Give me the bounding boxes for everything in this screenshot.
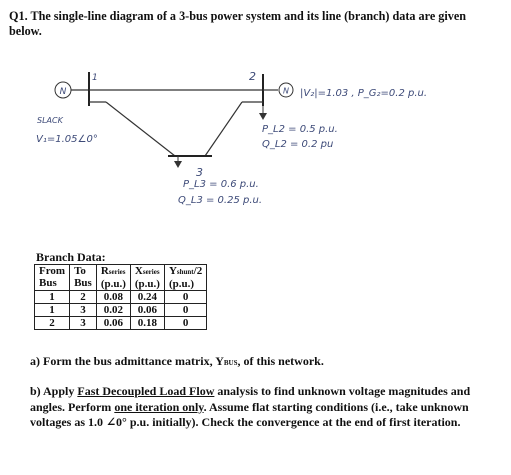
cell-to: 3 [69,316,97,330]
cell-y: 0 [163,316,208,330]
cell-to: 2 [69,290,97,304]
cell-x: 0.18 [129,316,165,330]
cell-x: 0.06 [129,303,165,317]
single-line-diagram: N 1 2 N |V₂|=1.03 , P_G₂=0.2 p.u. P_L2 =… [36,70,427,206]
cell-from: 2 [33,316,71,330]
cell-y: 0 [163,303,208,317]
one-iteration-text: one iteration only [114,399,204,414]
cell-from: 1 [33,290,71,304]
line-1-3 [105,101,176,157]
generator-1-symbol: N [60,87,67,97]
header-from: From Bus [33,264,71,291]
cell-r: 0.02 [95,303,131,317]
part-b: b) Apply Fast Decoupled Load Flow analys… [30,384,471,429]
bus-3-load-arrow [174,161,182,168]
table-row: 1 3 0.02 0.06 0 [33,303,208,317]
question-title: Q1. The single-line diagram of a 3-bus p… [9,9,467,38]
cell-r: 0.08 [95,290,131,304]
bus-2-number: 2 [249,70,256,83]
header-r-series: Rseries (p.u.) [95,264,131,291]
cell-from: 1 [33,303,71,317]
part-a: a) Form the bus admittance matrix, YBUS,… [30,354,324,368]
header-x-series: Xseries (p.u.) [129,264,165,291]
branch-data-table: From Bus To Bus Rseries (p.u.) Xseries (… [33,264,208,330]
generator-2-icon [278,82,294,98]
branch-data-label: Branch Data: [36,250,106,264]
slack-label: SLACK [37,116,64,125]
table-row: 1 2 0.08 0.24 0 [33,290,208,304]
fdlf-method-text: Fast Decoupled Load Flow [77,384,215,398]
bus-2-load-p: P_L2 = 0.5 p.u. [262,124,338,135]
bus-3-load-q: Q_L3 = 0.25 p.u. [178,195,262,206]
cell-r: 0.06 [95,316,131,330]
bus-3-load-p: P_L3 = 0.6 p.u. [183,179,259,190]
bus-3-number: 3 [196,166,203,179]
header-to: To Bus [69,264,97,291]
generator-2-symbol: N [283,87,289,96]
header-y-shunt: Yshunt/2 (p.u.) [163,264,208,291]
table-row: 2 3 0.06 0.18 0 [33,316,208,330]
bus-2-specification: |V₂|=1.03 , P_G₂=0.2 p.u. [300,88,427,99]
bus-1-number: 1 [92,73,98,83]
cell-to: 3 [69,303,97,317]
bus-2-load-arrow [259,113,267,120]
bus-2-load-q: Q_L2 = 0.2 pu [262,139,333,150]
table-header-row: From Bus To Bus Rseries (p.u.) Xseries (… [33,264,208,291]
line-2-3 [204,101,243,157]
cell-y: 0 [163,290,208,304]
cell-x: 0.24 [129,290,165,304]
bus-1-voltage: V₁=1.05∠0° [36,134,98,145]
